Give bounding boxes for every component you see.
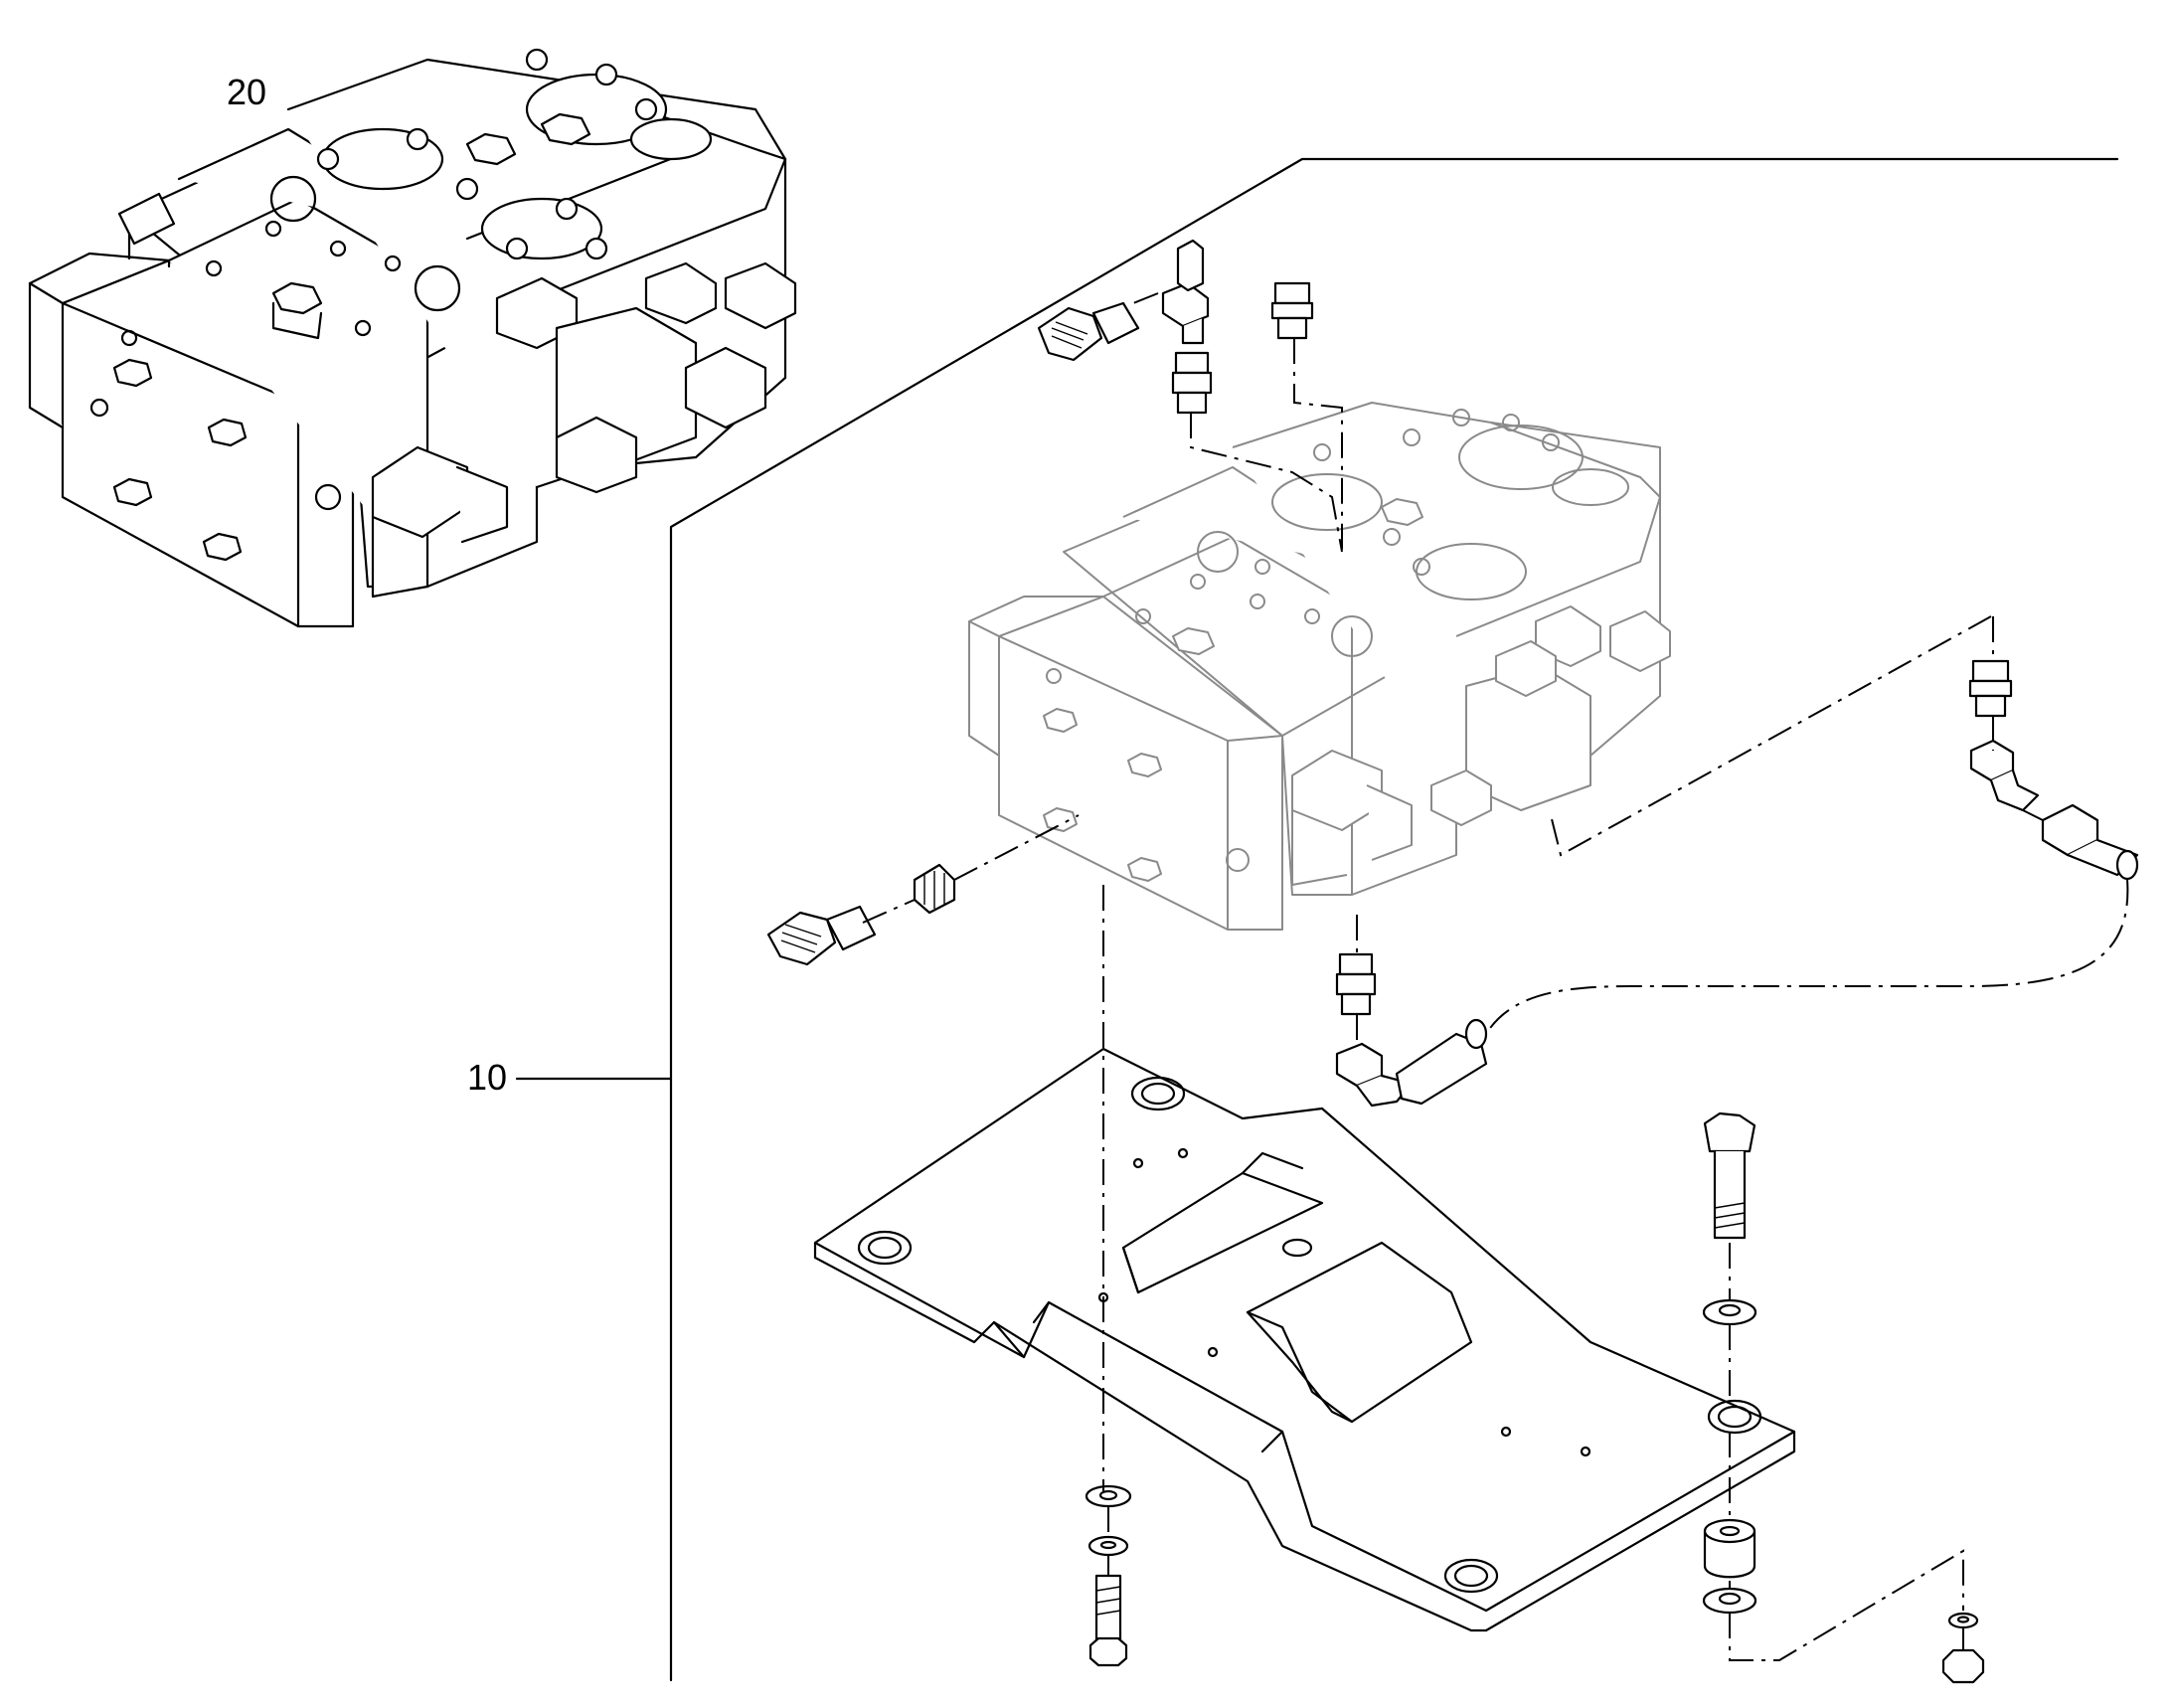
valve-assembly-ghost [968, 402, 1671, 931]
washer-left-2 [1087, 1535, 1129, 1557]
washer-left-1 [1085, 1484, 1132, 1508]
adapter-lower [1335, 952, 1377, 1016]
assembly-bracket-item-10 [515, 157, 2119, 1682]
hose-right [2041, 803, 2139, 881]
washer-upper-right [1702, 1298, 1757, 1326]
coupling-left [766, 905, 877, 966]
nut-right [1941, 1648, 1985, 1684]
washer-small-right [1947, 1612, 1979, 1629]
bolt-short [1088, 1574, 1128, 1667]
callout-item-10: 10 [467, 1057, 508, 1098]
hose-lower [1395, 1018, 1488, 1106]
elbow-right [1969, 739, 2040, 812]
adapter-top-right [1270, 281, 1314, 340]
bolt-long [1703, 1111, 1756, 1240]
washer-lower-right [1702, 1587, 1757, 1615]
adapter-right [1968, 659, 2013, 718]
coupling-top [1037, 301, 1140, 362]
valve-assembly-item-20 [28, 48, 797, 628]
adapter-top-left [1171, 351, 1213, 415]
callout-item-20: 20 [227, 72, 267, 112]
mounting-plate [813, 1047, 1796, 1632]
spacer-right [1703, 1518, 1756, 1579]
tee-fitting-top [1161, 239, 1210, 345]
assembly-centerlines [862, 292, 2129, 1661]
nipple-left [913, 863, 956, 915]
